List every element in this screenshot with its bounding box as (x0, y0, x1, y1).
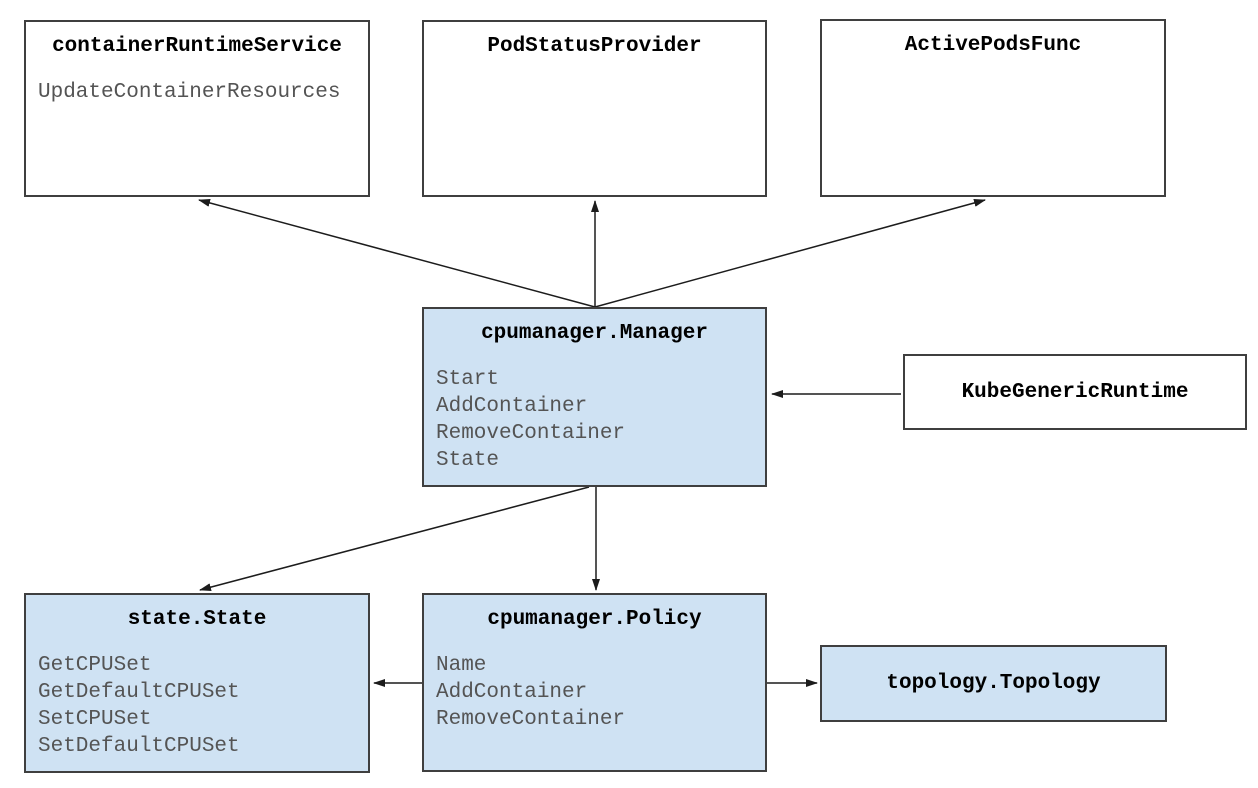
node-container-runtime-service: containerRuntimeService UpdateContainerR… (24, 20, 370, 197)
arrow-manager-to-state (199, 486, 590, 592)
method-label: Name (436, 654, 487, 677)
method-label: State (436, 449, 500, 472)
node-title: cpumanager.Policy (487, 608, 702, 631)
node-title: containerRuntimeService (52, 35, 342, 58)
node-methods: UpdateContainerResources (26, 58, 368, 106)
method-label: Start (436, 368, 500, 391)
node-cpumanager-policy: cpumanager.Policy Name AddContainer Remo… (422, 593, 767, 772)
method-label: SetDefaultCPUSet (38, 735, 240, 758)
node-topology-topology: topology.Topology (820, 645, 1167, 722)
node-title: state.State (127, 608, 267, 631)
method-label: GetCPUSet (38, 654, 152, 677)
node-cpumanager-manager: cpumanager.Manager Start AddContainer Re… (422, 307, 767, 487)
arrow-manager-to-container-runtime-service (198, 199, 596, 308)
arrow-manager-to-active-pods-func (594, 199, 986, 308)
node-title: topology.Topology (886, 672, 1101, 695)
method-label: RemoveContainer (436, 422, 626, 445)
method-label: UpdateContainerResources (38, 81, 341, 104)
node-title: PodStatusProvider (487, 35, 702, 58)
method-label: AddContainer (436, 681, 588, 704)
node-title: cpumanager.Manager (481, 322, 708, 345)
node-methods: Start AddContainer RemoveContainer State (424, 345, 765, 474)
node-title: KubeGenericRuntime (961, 380, 1189, 404)
method-label: GetDefaultCPUSet (38, 681, 240, 704)
node-methods: GetCPUSet GetDefaultCPUSet SetCPUSet Set… (26, 631, 368, 760)
node-active-pods-func: ActivePodsFunc (820, 19, 1166, 197)
node-pod-status-provider: PodStatusProvider (422, 20, 767, 197)
node-state-state: state.State GetCPUSet GetDefaultCPUSet S… (24, 593, 370, 773)
method-label: SetCPUSet (38, 708, 152, 731)
method-label: RemoveContainer (436, 708, 626, 731)
method-label: AddContainer (436, 395, 588, 418)
node-kube-generic-runtime: KubeGenericRuntime (903, 354, 1247, 430)
node-title: ActivePodsFunc (904, 34, 1082, 57)
node-methods: Name AddContainer RemoveContainer (424, 631, 765, 733)
